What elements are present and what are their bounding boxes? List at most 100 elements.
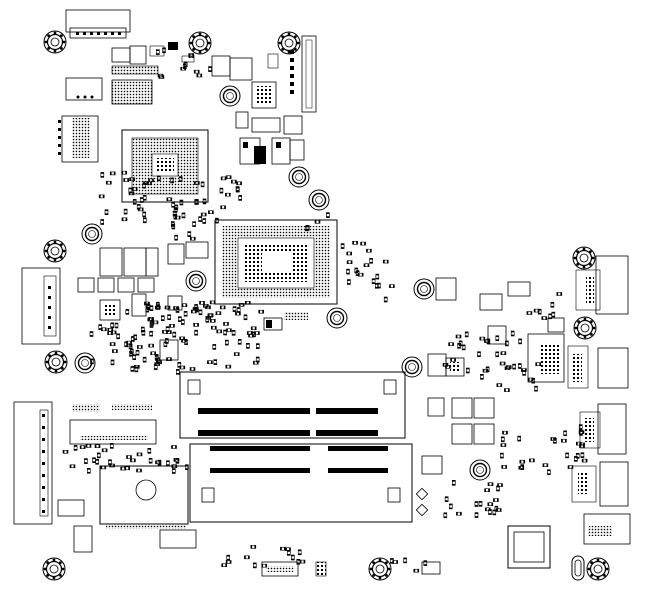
smd-part [109,442,114,449]
smd-part [110,322,115,329]
smd-part [369,257,374,264]
smd-part [73,444,78,451]
smd-part [297,549,302,556]
smd-part [216,329,223,334]
smd-part [155,49,160,56]
right-center-parts [415,277,531,517]
smd-part [522,369,527,376]
smd-part [96,452,101,459]
smd-part [448,342,455,347]
smd-part [500,351,507,356]
smd-part [207,210,214,215]
smd-part [192,221,197,228]
smd-part [123,178,130,182]
smd-part [128,187,133,194]
left-connector-block [21,267,61,345]
smd-part [352,240,359,245]
smd-part [154,353,159,360]
smd-part [363,263,370,268]
smd-part [85,443,92,448]
mounting-hole-bottom-center-left [571,555,585,581]
smd-part [165,460,170,467]
smd-part [517,435,522,442]
smd-part [198,216,203,223]
smd-part [360,241,367,246]
smd-part [252,562,257,569]
smd-part [233,352,240,357]
smd-part [177,316,182,323]
smd-part [100,171,105,178]
smd-part [225,560,232,564]
smd-part [196,73,203,78]
inductor-ring-mid-2 [308,189,330,211]
smd-part [346,279,351,285]
smd-part [209,300,216,305]
mounting-hole-left-lower [44,350,68,374]
smd-part [237,338,242,345]
smd-part [202,218,207,224]
smd-part [219,187,224,194]
smd-part [479,336,486,341]
smd-part [142,211,147,218]
smd-part [563,430,568,437]
smd-part [464,331,469,338]
right-mid-cluster [487,317,565,383]
smd-part [255,343,260,350]
smd-part [487,482,494,487]
smd-part [236,181,243,186]
smd-part [534,385,538,392]
smd-part [517,363,522,369]
smd-part [220,176,227,181]
smd-part [164,305,171,310]
smd-part [461,344,466,351]
smd-part [403,557,408,564]
sodimm-slot-lower [189,443,413,523]
smd-part [109,171,116,176]
smd-part [448,503,453,510]
smd-part [551,311,556,318]
smd-part [223,329,228,336]
smd-part [180,319,185,325]
smd-part [79,445,86,450]
smd-part [365,248,372,253]
smd-part [62,449,69,454]
mounting-hole-right-mid-2 [573,316,597,340]
smd-part [209,318,216,323]
smd-part [290,554,295,561]
smd-part [455,511,462,516]
smd-part [167,314,172,321]
mounting-hole-left-mid [43,239,67,263]
smd-part [477,351,481,358]
smd-part [496,485,500,492]
smd-part [174,215,181,220]
smd-part [503,388,510,393]
smd-part [163,341,168,348]
smd-part [528,458,535,463]
smd-part [382,259,389,264]
smd-part [135,349,140,356]
smd-part [496,383,503,388]
smd-part [250,326,257,331]
smd-part [502,430,508,435]
smd-part [567,465,574,470]
mounting-hole-right-mid [572,246,596,270]
smd-part [371,278,376,285]
smd-part [548,313,553,320]
smd-part [210,325,217,330]
smd-part [225,328,232,333]
smd-part [123,208,128,215]
smd-part [183,310,188,317]
mounting-hole-top-left-2 [188,31,212,55]
usb-port-right-2 [567,345,629,389]
smd-part [198,309,203,316]
smd-part [172,331,177,338]
smd-part [149,330,154,337]
smd-part [171,445,177,449]
mounting-hole-bottom-left [42,557,66,581]
smd-part [86,467,91,474]
smd-part [124,466,131,471]
mounting-hole-bottom-right [586,557,610,581]
smd-part [105,180,112,185]
smd-part [499,452,504,459]
